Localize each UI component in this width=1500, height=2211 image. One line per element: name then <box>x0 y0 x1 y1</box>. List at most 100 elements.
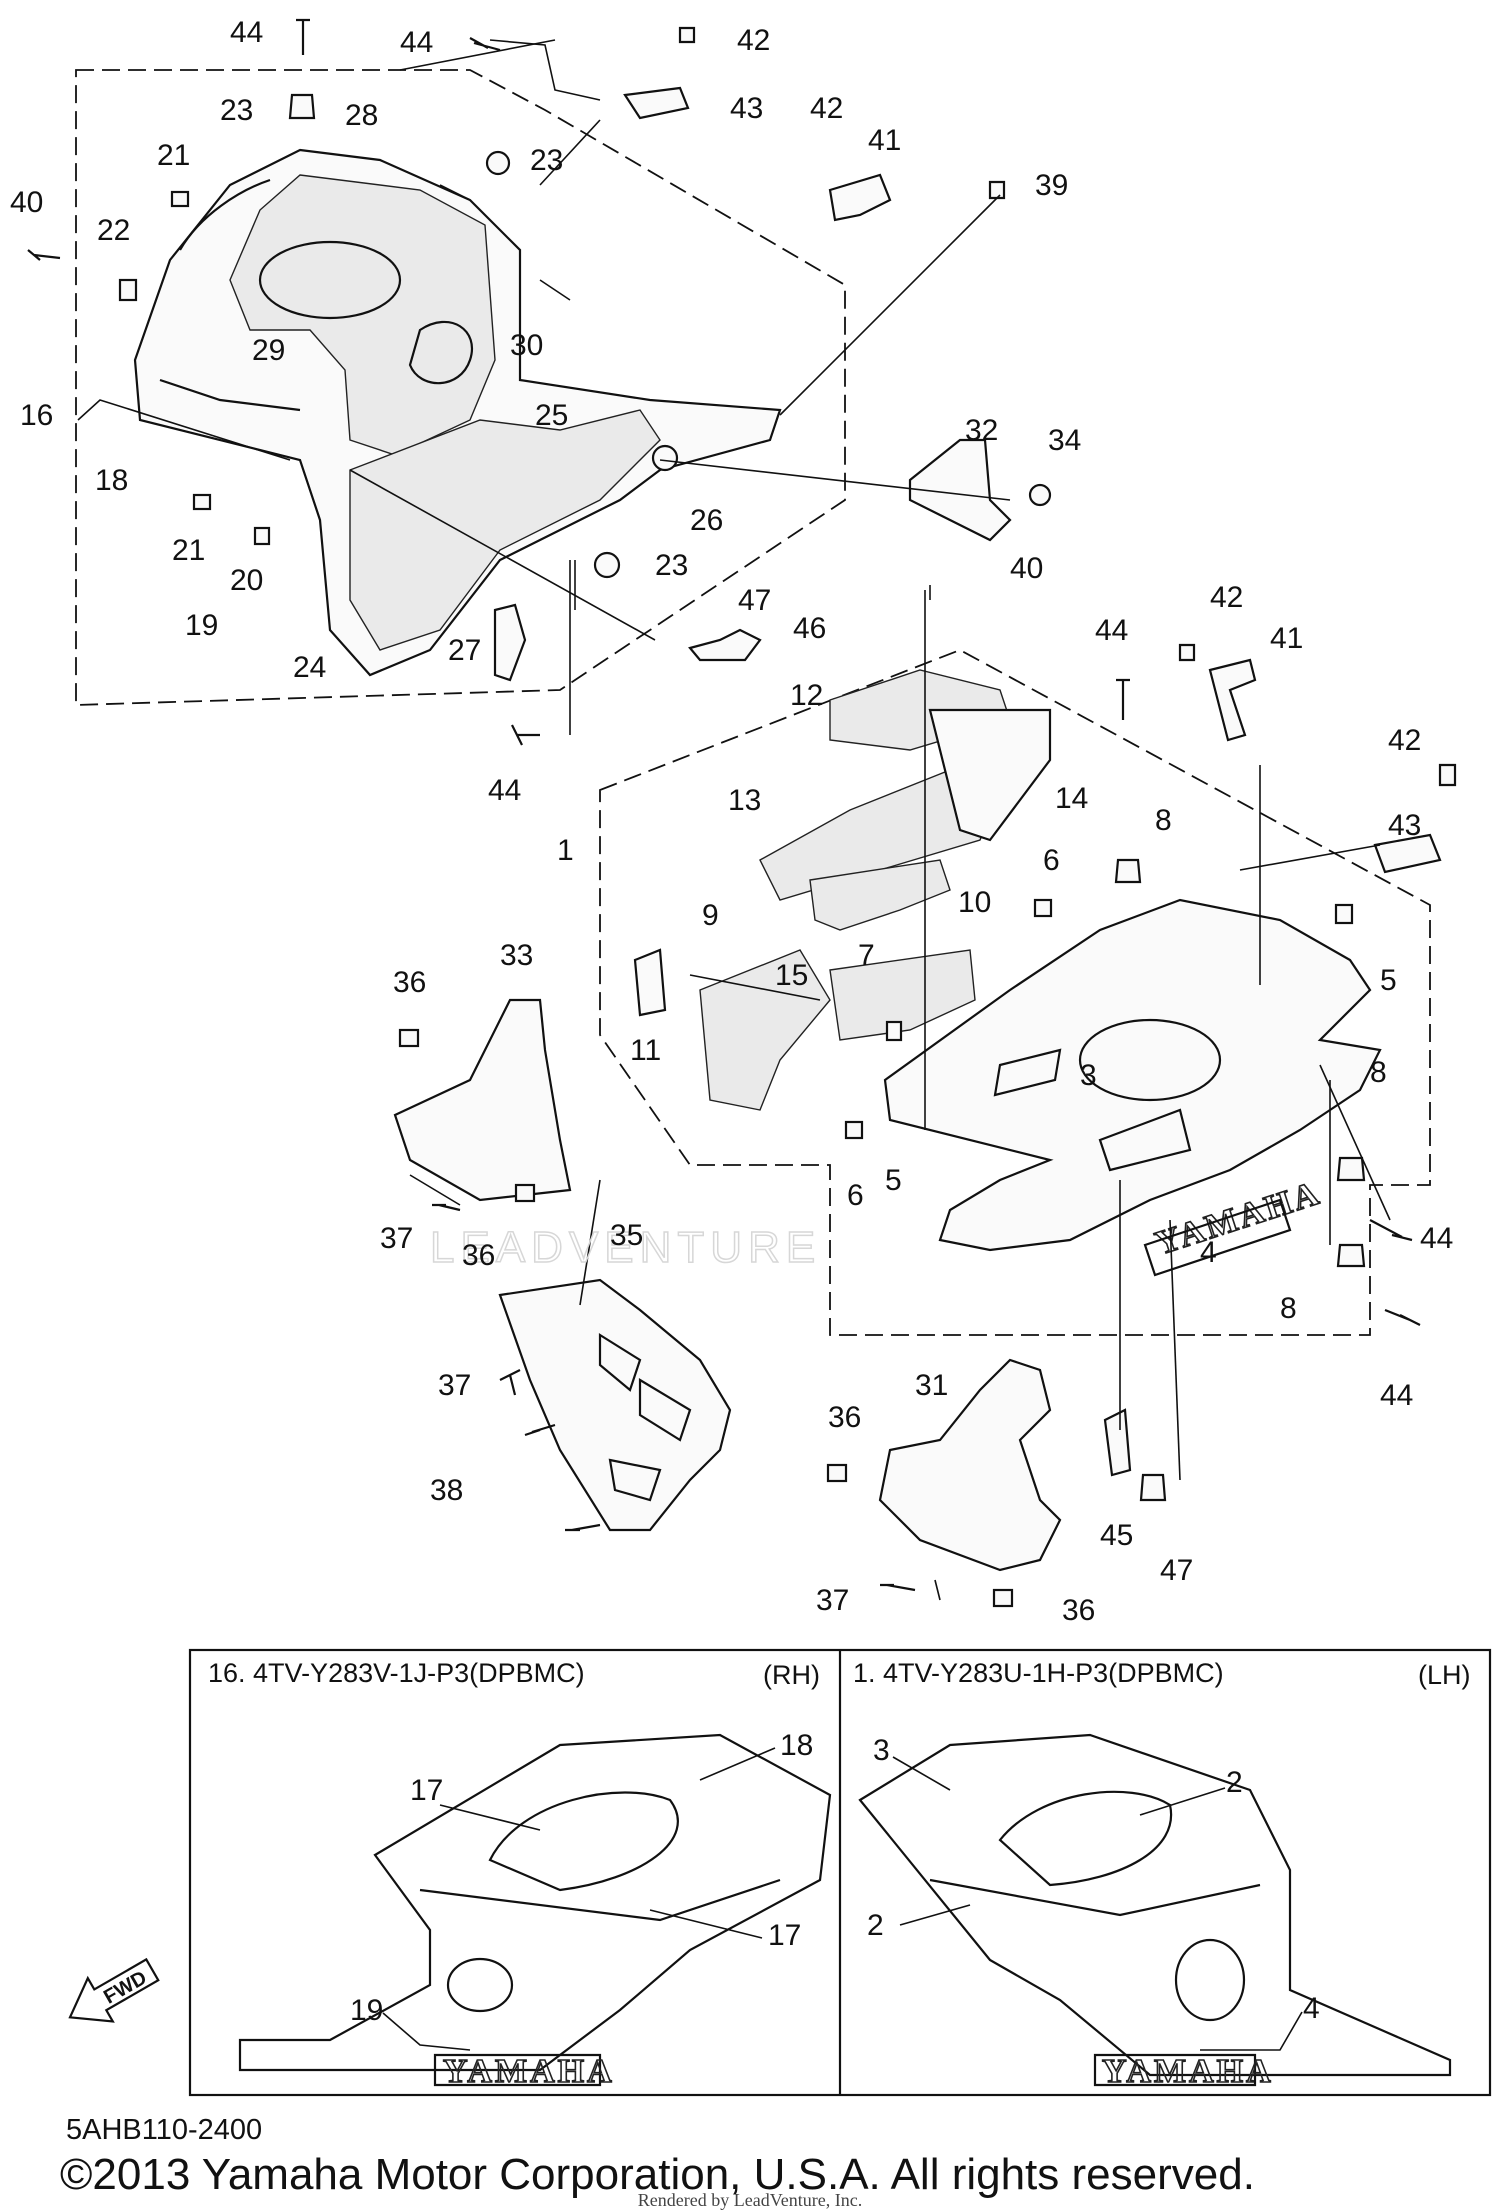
fairing-edge-detail <box>159 378 301 412</box>
callout-46: 46 <box>793 612 826 645</box>
clip-36-b <box>514 1183 536 1203</box>
screw-44-lower-c <box>1384 1308 1421 1326</box>
screw-40-left <box>27 249 61 261</box>
clip-6-top <box>1033 898 1053 918</box>
callout-17: 17 <box>768 1919 801 1952</box>
callout-8: 8 <box>1280 1292 1297 1325</box>
bolt-42-mid <box>1178 643 1196 662</box>
callout-12: 12 <box>790 679 823 712</box>
headlight-opening <box>258 240 402 320</box>
callout-21: 21 <box>157 139 190 172</box>
callout-43: 43 <box>1388 809 1421 842</box>
callout-42: 42 <box>810 92 843 125</box>
clip-36-a <box>398 1028 420 1048</box>
side-panel-33 <box>393 998 572 1202</box>
callout-44: 44 <box>400 26 433 59</box>
grommet-8-right <box>1336 1156 1366 1182</box>
callout-44: 44 <box>1095 614 1128 647</box>
callout-44: 44 <box>1380 1379 1413 1412</box>
callout-10: 10 <box>958 886 991 919</box>
clip-36-c <box>826 1463 848 1483</box>
clip-21-upper <box>170 190 190 208</box>
callout-27: 27 <box>448 634 481 667</box>
lower-cowling-shape <box>883 898 1382 1252</box>
part-3-logo <box>993 1048 1062 1097</box>
callout-2: 2 <box>1226 1766 1243 1799</box>
bracket-11 <box>633 948 667 1017</box>
screw-44-upper-left <box>511 724 540 746</box>
panel-lh-title: 1. 4TV-Y283U-1H-P3(DPBMC) <box>853 1658 1224 1688</box>
grommet-23-top <box>288 93 316 120</box>
callout-21: 21 <box>172 534 205 567</box>
callout-44: 44 <box>488 774 521 807</box>
callout-38: 38 <box>430 1474 463 1507</box>
grommet-26 <box>651 444 679 472</box>
callout-23: 23 <box>530 144 563 177</box>
lh-fairing-window <box>998 1790 1173 1887</box>
nut-34 <box>1028 483 1052 507</box>
callout-39: 39 <box>1035 169 1068 202</box>
callout-40: 40 <box>10 186 43 219</box>
callout-18: 18 <box>780 1729 813 1762</box>
fwd-arrow-icon: FWD <box>68 1957 160 2023</box>
callout-8: 8 <box>1155 804 1172 837</box>
rh-fairing-outline <box>238 1733 832 2072</box>
callout-19: 19 <box>350 1994 383 2027</box>
color-variant-panels: 16. 4TV-Y283V-1J-P3(DPBMC) (RH) 1. 4TV-Y… <box>68 1648 1492 2097</box>
lower-leaders <box>409 590 1391 1601</box>
callout-2: 2 <box>867 1909 884 1942</box>
callout-33: 33 <box>500 939 533 972</box>
rh-decal: YAMAHA <box>443 2053 615 2090</box>
bracket-41-lower <box>1208 658 1257 742</box>
bolt-42-top <box>678 26 696 44</box>
callout-1: 1 <box>557 834 574 867</box>
callout-41: 41 <box>1270 622 1303 655</box>
lower-cowling-vent <box>1098 1108 1192 1172</box>
callout-22: 22 <box>97 214 130 247</box>
lh-fairing-intake <box>1174 1938 1246 2022</box>
grommet-23-lower <box>593 551 621 579</box>
callout-47: 47 <box>1160 1554 1193 1587</box>
grommet-47-lower <box>1139 1473 1167 1502</box>
grommet-8-top <box>1114 858 1142 884</box>
callout-36: 36 <box>828 1401 861 1434</box>
clip-22 <box>118 278 138 302</box>
screw-37-b <box>499 1369 521 1396</box>
panel-35-vent-a <box>598 1333 642 1392</box>
callout-19: 19 <box>185 609 218 642</box>
clip-5-right <box>1334 903 1354 925</box>
screw-37-c <box>880 1583 916 1592</box>
callout-8: 8 <box>1370 1056 1387 1089</box>
callout-28: 28 <box>345 99 378 132</box>
panel-35-vent-c <box>608 1458 662 1502</box>
callout-30: 30 <box>510 329 543 362</box>
callout-42: 42 <box>1388 724 1421 757</box>
callout-44: 44 <box>230 16 263 49</box>
callout-45: 45 <box>1100 1519 1133 1552</box>
screw-44-upper-right <box>469 37 501 52</box>
callout-35: 35 <box>610 1219 643 1252</box>
callout-4: 4 <box>1303 1992 1320 2025</box>
rh-fairing-stripe <box>419 1878 781 1922</box>
rh-fairing-window <box>488 1791 679 1892</box>
side-panel-35 <box>498 1278 732 1532</box>
callout-37: 37 <box>816 1584 849 1617</box>
callout-18: 18 <box>95 464 128 497</box>
callout-24: 24 <box>293 651 326 684</box>
callout-34: 34 <box>1048 424 1081 457</box>
callout-4: 4 <box>1200 1236 1217 1269</box>
callout-41: 41 <box>868 124 901 157</box>
side-panel-33-group <box>393 998 572 1212</box>
screw-37-a <box>432 1203 461 1212</box>
callout-14: 14 <box>1055 782 1088 815</box>
callout-43: 43 <box>730 92 763 125</box>
panel-lh-side: (LH) <box>1418 1660 1471 1690</box>
rendered-by-credit: Rendered by LeadVenture, Inc. <box>637 2190 863 2210</box>
callout-6: 6 <box>1043 844 1060 877</box>
callout-5: 5 <box>1380 964 1397 997</box>
callout-42: 42 <box>1210 581 1243 614</box>
copyright-notice: ©2013 Yamaha Motor Corporation, U.S.A. A… <box>60 2150 1255 2199</box>
intake-opening <box>408 320 473 385</box>
callout-23: 23 <box>220 94 253 127</box>
diagram-code: 5AHB110-2400 <box>66 2114 263 2146</box>
